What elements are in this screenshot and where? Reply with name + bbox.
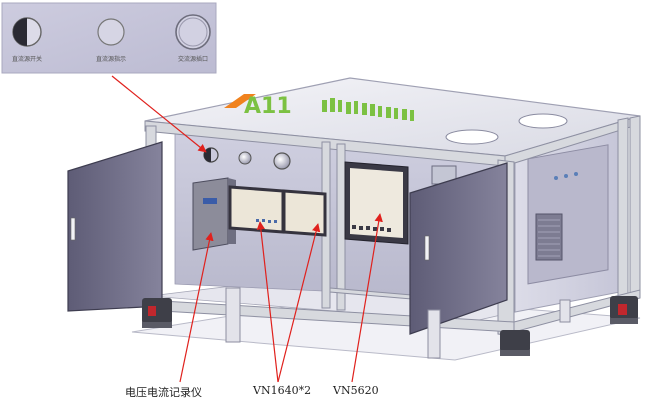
callout-arrows: [111, 75, 383, 383]
top-vent-hole: [518, 113, 568, 129]
caster-wheel-icon: [500, 330, 530, 356]
arrow-vn5620: [351, 213, 383, 383]
arrow-vn1640-b: [277, 223, 321, 383]
arrow-recorder: [179, 232, 214, 383]
right-side-panel: [514, 129, 621, 313]
arrow-inset-to-panel: [111, 75, 207, 153]
dc-indicator-icon: [97, 18, 125, 46]
mounting-bracket: [225, 287, 571, 359]
ac-socket-icon: [175, 14, 211, 50]
panel-ac-socket-icon: [273, 152, 291, 170]
panel-dc-switch-icon: [203, 147, 219, 163]
door-handle-icon: [424, 235, 430, 261]
inset-label-dc-indicator: 直流源指示: [96, 55, 126, 63]
arrow-vn1640-a: [256, 221, 279, 383]
logo-text: A11: [244, 94, 292, 119]
inset-label-ac-socket: 交流源插口: [178, 55, 208, 63]
panel-dc-indicator-icon: [238, 151, 252, 165]
caster-wheel-icon: [142, 298, 172, 328]
inset-label-dc-switch: 直流源开关: [12, 55, 42, 63]
vn1640-module: [228, 185, 285, 234]
top-vent-hole: [445, 129, 499, 145]
label-vn5620: VN5620: [333, 384, 379, 397]
vn1640-module: [282, 189, 327, 237]
inset-control-panel: 直流源开关 直流源指示 交流源插口: [1, 2, 217, 74]
dc-switch-icon: [12, 17, 42, 47]
caster-wheel-icon: [610, 296, 638, 324]
vn5620-module: [344, 161, 409, 245]
door-handle-icon: [70, 217, 76, 241]
logo-wordmark-icon: [322, 98, 414, 121]
left-door: [67, 141, 163, 312]
right-door: [409, 162, 508, 335]
company-logo: A11: [224, 94, 414, 121]
label-vn1640: VN1640*2: [253, 384, 312, 397]
fan-grill-icon: [535, 213, 563, 261]
label-voltage-current-recorder: 电压电流记录仪: [125, 386, 202, 399]
